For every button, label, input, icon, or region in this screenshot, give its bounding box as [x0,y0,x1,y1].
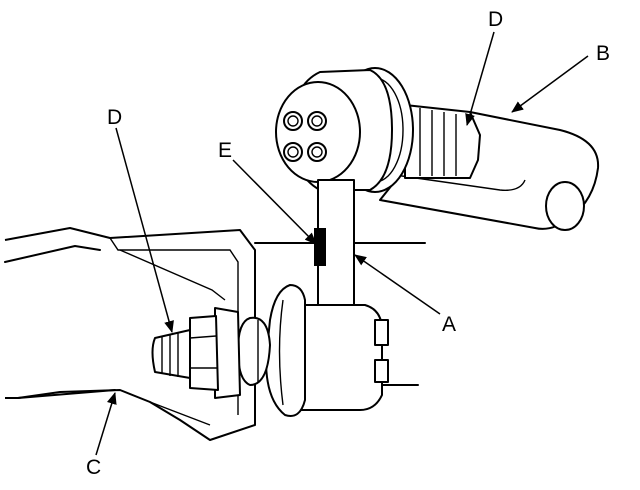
callout-e: E [218,139,232,162]
leader-lines [95,31,589,456]
link-rod [314,179,355,306]
leader-c [95,392,117,456]
leader-d-left [115,127,174,333]
lower-nut-bolt [151,307,241,399]
callout-c: C [86,456,101,479]
upper-ball-joint [275,67,481,193]
mark-e-block [314,228,326,266]
leader-d-top [465,31,495,126]
leader-b [511,55,589,113]
callout-a: A [442,313,456,336]
callout-d-top: D [488,8,503,31]
leader-e [232,159,317,245]
leader-a [354,254,441,315]
callout-b: B [596,42,610,65]
lower-joint [237,284,389,417]
callout-d-left: D [107,106,122,129]
